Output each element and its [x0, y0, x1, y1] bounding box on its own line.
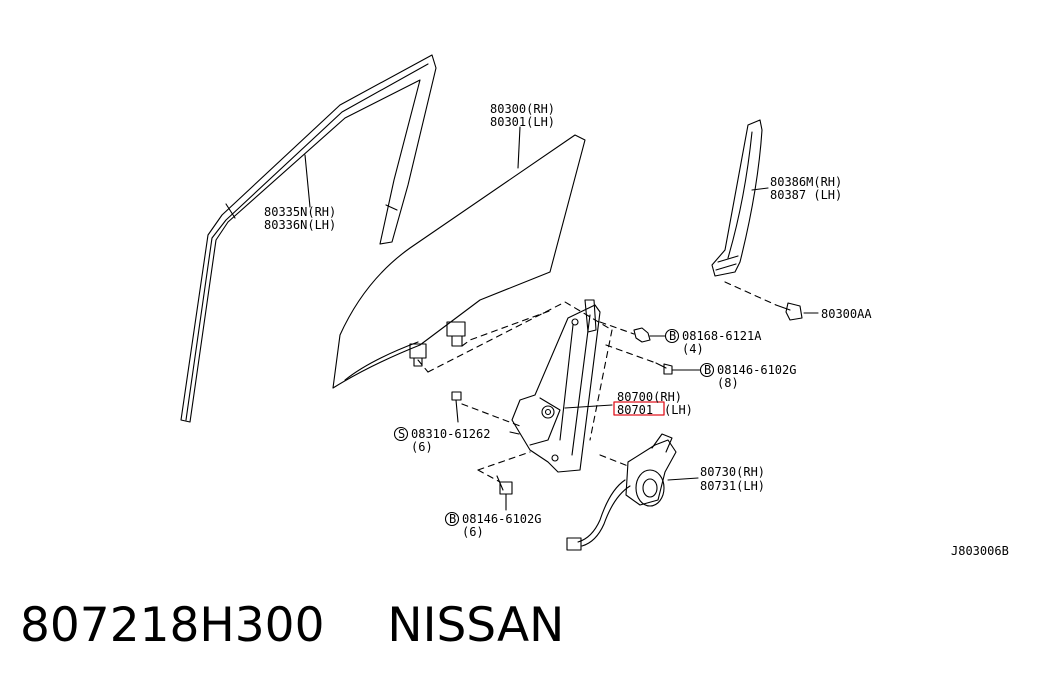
window-regulator [511, 299, 601, 473]
bolt-08168 [633, 327, 651, 343]
reference-lines [417, 281, 777, 483]
label-sash-lh: 80387 (LH) [770, 188, 842, 202]
part-number: 807218H300 [20, 598, 325, 653]
label-b2-qty: (8) [717, 376, 739, 390]
label-b1-part: 08168-6121A [682, 329, 762, 343]
label-sash-rh: 80386M(RH) [770, 175, 842, 189]
highlight-box [613, 401, 665, 416]
label-run-rh: 80335N(RH) [264, 205, 336, 219]
label-reg-lh-side: (LH) [664, 403, 693, 417]
bolt-08146-upper [655, 362, 673, 375]
part-caption: 807218H300 NISSAN [20, 598, 564, 653]
brand-name: NISSAN [387, 598, 565, 653]
leader-lines [304, 126, 819, 511]
label-s-part: 08310-61262 [411, 427, 490, 441]
label-s-qty: (6) [411, 440, 433, 454]
s-symbol [393, 426, 409, 442]
label-glass-lh: 80301(LH) [490, 115, 555, 129]
label-reg-rh: 80700(RH) [617, 390, 682, 404]
label-motor-rh: 80730(RH) [700, 465, 765, 479]
label-b3-qty: (6) [462, 525, 484, 539]
reference-code: J803006B [951, 544, 1009, 558]
label-b3-part: 08146-6102G [462, 512, 541, 526]
glass-run-channel [180, 54, 437, 423]
bolt-80300aa [775, 302, 803, 321]
prefix-b-3: B [449, 512, 456, 526]
door-glass [332, 134, 586, 389]
label-b1-qty: (4) [682, 342, 704, 356]
prefix-b-2: B [704, 363, 711, 377]
label-motor-lh: 80731(LH) [700, 479, 765, 493]
label-reg-lh-number: 80701 [617, 403, 653, 417]
prefix-s: S [398, 427, 405, 441]
label-run-lh: 80336N(LH) [264, 218, 336, 232]
bolt-08146-lower [496, 475, 513, 495]
b-symbol-3 [444, 511, 460, 527]
prefix-b-1: B [669, 329, 676, 343]
screw-08310 [451, 391, 462, 423]
rear-sash [711, 119, 763, 277]
label-glass-rh: 80300(RH) [490, 102, 555, 116]
regulator-motor [566, 433, 677, 551]
b-symbol-2 [699, 362, 715, 378]
b-symbol-1 [664, 328, 680, 344]
label-b2-part: 08146-6102G [717, 363, 796, 377]
label-bolt-aa: 80300AA [821, 307, 872, 321]
